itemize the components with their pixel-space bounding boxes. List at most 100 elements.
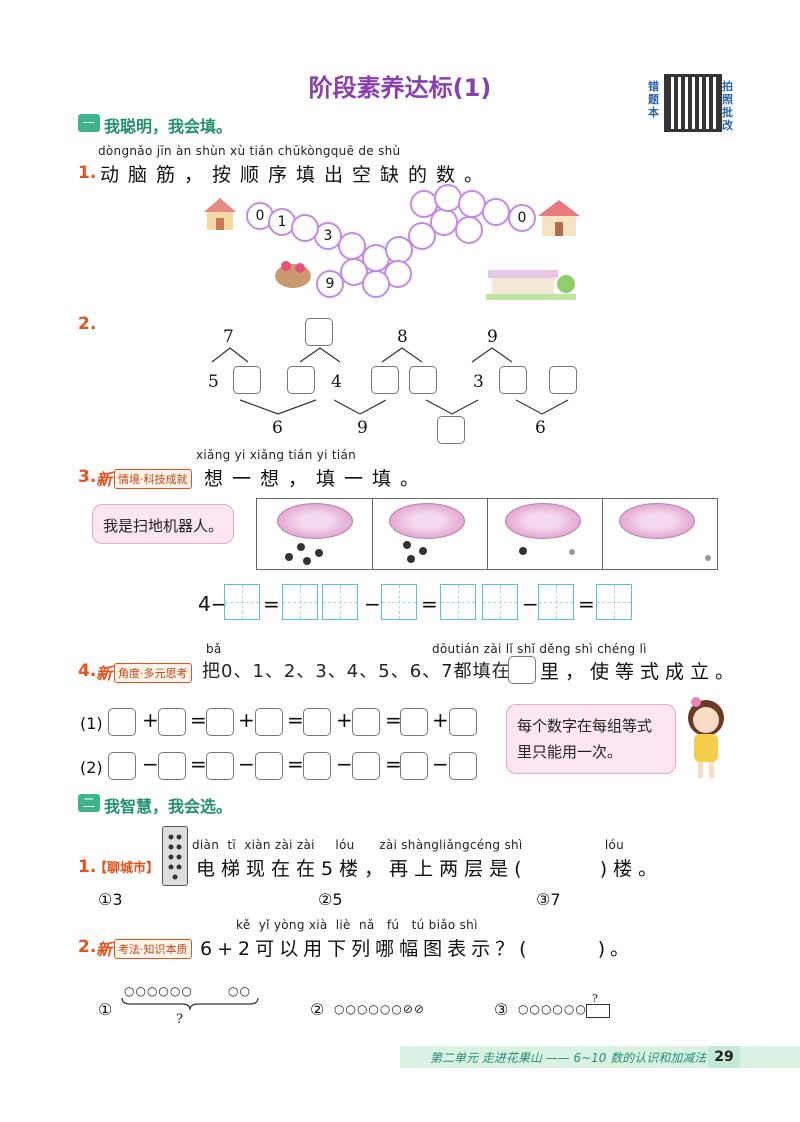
q4-pinyin-a: bǎ [206, 642, 222, 656]
q2-bottom-6: 6 [272, 418, 283, 438]
q2-box[interactable] [287, 366, 315, 394]
q4-tag-label: 角度·多元思考 [114, 663, 192, 683]
q4-box[interactable] [206, 752, 234, 780]
circle-0-right: 0 [508, 204, 536, 232]
c1-region-tag: 【聊城市】 [94, 861, 160, 876]
circle-blank[interactable] [291, 214, 319, 242]
c2-option-3-bracket [586, 1004, 610, 1018]
c2-number: 2. [78, 937, 97, 957]
q4-row2-label: (2) [80, 758, 103, 777]
footer-band [400, 1046, 800, 1068]
q4-box[interactable] [255, 708, 283, 736]
q3-answer-grid[interactable] [538, 584, 574, 620]
q4-box[interactable] [303, 752, 331, 780]
q2-box[interactable] [499, 366, 527, 394]
c2-option-2-marker[interactable]: ② [310, 1000, 325, 1019]
q4-speech-bubble: 每个数字在每组等式里只能用一次。 [506, 704, 676, 774]
q4-op: + [336, 708, 353, 732]
c2-option-1-marker[interactable]: ① [98, 1000, 113, 1019]
q4-op: + [238, 708, 255, 732]
q4-box[interactable] [108, 708, 136, 736]
qr-code[interactable] [664, 74, 722, 132]
q4-box[interactable] [352, 752, 380, 780]
robot-vacuum-icon [277, 503, 353, 539]
c2-option-1-circles: ○○○○○○ [124, 984, 193, 998]
q3-op: = [263, 592, 280, 616]
q3-text: 想一想，填一填。 [204, 468, 429, 490]
c2-option-3-marker[interactable]: ③ [494, 1000, 509, 1019]
c2-tag-new: 新 [96, 940, 113, 959]
footer-unit-title: 第二单元 走进花果山 —— 6~10 数的认识和加减法 [430, 1051, 707, 1065]
q2-bottom-box[interactable] [437, 416, 465, 444]
c1-option-2[interactable]: ②5 [318, 890, 343, 909]
section-1-badge: 一 [78, 114, 100, 132]
q4-box[interactable] [352, 708, 380, 736]
q4-op: + [432, 708, 449, 732]
q2-box[interactable] [233, 366, 261, 394]
q4-box[interactable] [158, 752, 186, 780]
q4-box[interactable] [108, 752, 136, 780]
c2-option-2-circles: ○○○○○○⊘⊘ [334, 1002, 425, 1016]
q3-op: − [364, 592, 381, 616]
circle-blank[interactable] [362, 270, 390, 298]
q2-branch-lines [211, 347, 569, 415]
q3-answer-grid[interactable] [322, 584, 358, 620]
q4-op: − [142, 752, 159, 776]
robot-vacuum-icon [619, 503, 695, 539]
page-title: 阶段素养达标(1) [308, 74, 492, 102]
q4-op: + [142, 708, 159, 732]
c2-option-3-circles: ○○○○○○ [518, 1002, 587, 1016]
c1-pinyin: diàn tī xiàn zài zài lóu zài shàngliǎngc… [192, 838, 625, 852]
circle-blank[interactable] [458, 190, 486, 218]
qr-right-label: 拍照批改 [722, 80, 733, 132]
q4-op: − [432, 752, 449, 776]
c2-option-1-extra: ○○ [228, 984, 251, 998]
q4-tag-new: 新 [96, 664, 113, 683]
c1-option-1[interactable]: ①3 [98, 890, 123, 909]
q4-box[interactable] [400, 752, 428, 780]
q3-equation-prefix: 4− [198, 592, 228, 616]
q4-box[interactable] [255, 752, 283, 780]
q4-op: = [287, 708, 304, 732]
circle-blank[interactable] [410, 190, 438, 218]
q3-answer-grid[interactable] [482, 584, 518, 620]
circle-3: 3 [314, 222, 342, 250]
q2-box[interactable] [409, 366, 437, 394]
c2-pinyin: kě yǐ yòng xià liè nǎ fú tú biǎo shì [236, 918, 478, 932]
q4-op: = [385, 708, 402, 732]
q3-answer-grid[interactable] [381, 584, 417, 620]
house-left-icon [200, 196, 240, 232]
q4-inline-box [508, 656, 536, 684]
c2-tag-label: 考法·知识本质 [114, 939, 192, 959]
q3-robot-panels [256, 498, 718, 570]
q3-answer-grid[interactable] [224, 584, 260, 620]
q3-tag-label: 情境·科技成就 [114, 469, 192, 489]
circle-blank[interactable] [455, 216, 483, 244]
q4-box[interactable] [449, 752, 477, 780]
c2-text: 6+2可以用下列哪幅图表示？( )。 [200, 938, 635, 960]
q4-box[interactable] [400, 708, 428, 736]
q4-box[interactable] [206, 708, 234, 736]
q1-text: 动脑筋，按顺序填出空缺的数。 [100, 164, 493, 186]
c1-text: 电梯现在在5楼，再上两层是( )楼。 [196, 858, 664, 880]
q4-number: 4. [78, 661, 97, 681]
q3-answer-grid[interactable] [282, 584, 318, 620]
q3-answer-grid[interactable] [596, 584, 632, 620]
q2-top-box[interactable] [305, 318, 333, 346]
elevator-panel-icon [162, 826, 188, 886]
q3-tag-new: 新 [96, 470, 113, 489]
q4-box[interactable] [449, 708, 477, 736]
q4-box[interactable] [158, 708, 186, 736]
circle-blank[interactable] [338, 232, 366, 260]
q2-box[interactable] [371, 366, 399, 394]
q2-bottom-9: 9 [357, 418, 368, 438]
q4-box[interactable] [303, 708, 331, 736]
q4-op: − [336, 752, 353, 776]
c1-option-3[interactable]: ③7 [536, 890, 561, 909]
c2-option-3-question: ? [592, 992, 598, 1005]
q2-box[interactable] [549, 366, 577, 394]
q3-answer-grid[interactable] [440, 584, 476, 620]
q3-speech-bubble: 我是扫地机器人。 [92, 504, 235, 544]
q4-op: − [238, 752, 255, 776]
circle-blank[interactable] [482, 198, 510, 226]
